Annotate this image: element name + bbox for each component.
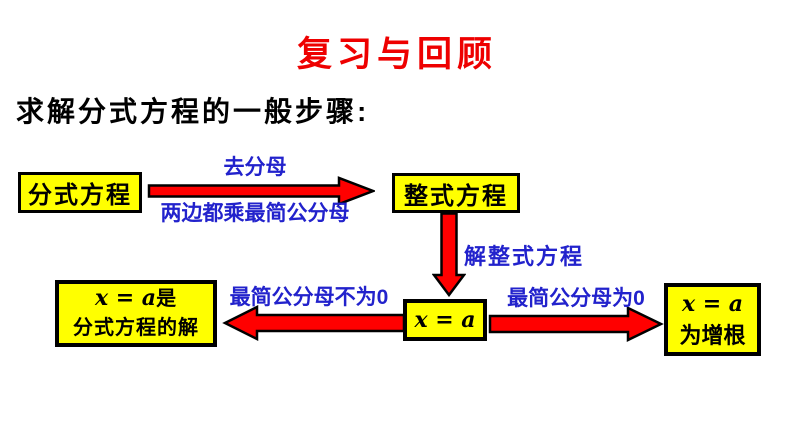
box-extraneous-root: x = a 为增根 bbox=[664, 283, 761, 356]
box-fractional-equation-label: 分式方程 bbox=[28, 182, 132, 209]
math-x-equals-a: x = a bbox=[414, 307, 476, 333]
label-lcd-zero: 最简公分母为0 bbox=[507, 287, 645, 310]
math-x-equals-a: x = a bbox=[681, 290, 744, 317]
page-title: 复习与回顾 bbox=[296, 35, 497, 74]
box-solution-suffix: 是 bbox=[156, 288, 178, 310]
arrow-right-icon bbox=[488, 306, 664, 342]
box-integral-equation: 整式方程 bbox=[392, 173, 520, 213]
box-extraneous-line2: 为增根 bbox=[679, 322, 746, 348]
label-multiply-both-sides: 两边都乘最简公分母 bbox=[160, 202, 350, 225]
label-solve-integral-equation: 解整式方程 bbox=[464, 244, 585, 269]
label-remove-denominator: 去分母 bbox=[223, 156, 287, 179]
box-solution: x = a是 分式方程的解 bbox=[55, 280, 217, 347]
box-solution-line1: x = a是 bbox=[95, 284, 177, 314]
box-x-equals-a: x = a bbox=[403, 299, 487, 341]
math-x-equals-a: x = a bbox=[94, 285, 157, 311]
subtitle-steps: 求解分式方程的一般步骤: bbox=[16, 96, 370, 127]
box-integral-equation-label: 整式方程 bbox=[404, 182, 508, 210]
box-fractional-equation: 分式方程 bbox=[18, 172, 142, 213]
label-lcd-not-zero: 最简公分母不为0 bbox=[229, 286, 389, 309]
arrow-down-icon bbox=[432, 212, 466, 297]
arrow-right-icon bbox=[147, 176, 375, 206]
box-solution-line2: 分式方程的解 bbox=[73, 317, 199, 339]
